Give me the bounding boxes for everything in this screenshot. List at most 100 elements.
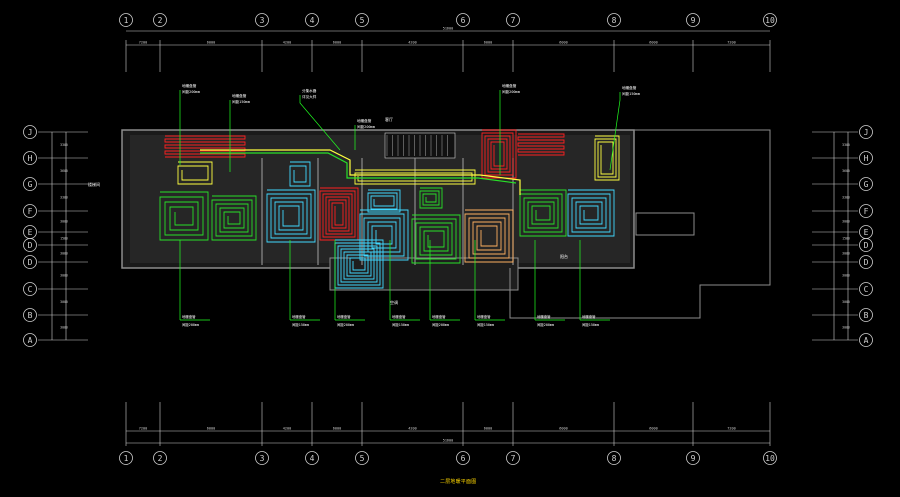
building-outline [121,129,771,319]
bottom-callout-line2: 间距150mm [477,322,494,327]
row-dimension: 3000 [842,326,850,330]
axis-label-9: 9 [691,454,696,463]
overall-dimension: 51600 [443,439,454,443]
axis-bubble-6 [456,13,470,27]
loop-yellow-b [594,135,620,181]
axis-label-3: 3 [260,454,265,463]
callout-line2: 详见大样 [302,94,317,99]
segment-dimension: 6000 [207,427,215,431]
axis-label-H: H [28,154,33,163]
axis-label-E: E [864,228,869,237]
return-main [200,152,517,184]
axis-label-8: 8 [612,454,617,463]
callout-line2: 间距200mm [182,89,200,94]
loop-cyan-b [359,209,409,261]
bottom-callout-line1: 地暖盘管 [182,314,196,319]
axis-bubble-G [23,177,37,191]
annotation-text: 地暖盘管间距200mm地暖盘管间距150mm分集水器详见大样地暖盘管间距200m… [88,83,640,327]
axis-label-B: B [864,311,869,320]
axis-label-9: 9 [691,16,696,25]
bottom-callout-line2: 间距200mm [337,322,354,327]
segment-dimension: 4200 [408,427,416,431]
callout-line2: 间距200mm [502,89,520,94]
axis-bubble-2 [153,451,167,465]
axis-label-F: F [864,207,869,216]
row-dimension: 3600 [60,169,68,173]
axis-label-3: 3 [260,16,265,25]
axis-label-1: 1 [124,16,129,25]
axis-label-1: 1 [124,454,129,463]
axis-label-B: B [28,311,33,320]
axis-label-J: J [28,128,33,137]
segment-dimension: 4200 [408,41,416,45]
axis-bubble-G [859,177,873,191]
axis-bubble-D [23,255,37,269]
segment-dimension: 4200 [283,41,291,45]
axis-label-2: 2 [158,454,163,463]
axis-bubble-10 [763,451,777,465]
callout-line1: 地暖盘管 [232,93,247,98]
axis-label-C: C [864,285,869,294]
row-dimension: 3000 [60,220,68,224]
axis-label-D: D [28,241,33,250]
axis-bubble-3 [255,451,269,465]
bottom-callout-line1: 地暖盘管 [392,314,406,319]
segment-dimension: 6000 [207,41,215,45]
axis-label-H: H [864,154,869,163]
axis-label-5: 5 [360,16,365,25]
axis-label-D: D [28,258,33,267]
bottom-callout-line2: 间距150mm [582,322,599,327]
axis-bubble-4 [305,13,319,27]
axis-bubble-8 [607,13,621,27]
loop-red-b [319,187,359,241]
axis-bubble-D [23,238,37,252]
drawing-title: 二层地暖平面图 [440,479,477,485]
row-dimension: 1500 [60,237,68,241]
axis-bubble-5 [355,451,369,465]
axis-bubble-9 [686,13,700,27]
room-label: 空调 [390,299,398,305]
loop-red-d [517,133,565,156]
row-dimension: 3300 [842,196,850,200]
axis-bubble-B [859,308,873,322]
row-dimension: 3000 [60,274,68,278]
bottom-callout-line1: 地暖盘管 [337,314,351,319]
axis-bubble-B [23,308,37,322]
segment-dimension: 6000 [333,427,341,431]
axis-bubble-4 [305,451,319,465]
bottom-callout-line1: 地暖盘管 [582,314,596,319]
loop-orange-a [464,209,514,263]
row-dimension: 3000 [60,252,68,256]
row-dimension: 3000 [842,300,850,304]
loop-yellow-a [177,161,213,185]
loop-cyan-c [334,239,384,289]
bottom-callout-line2: 间距200mm [432,322,449,327]
axis-bubble-D [859,255,873,269]
callout-line1: 分集水器 [302,88,317,93]
segment-dimension: 7200 [727,427,735,431]
axis-label-8: 8 [612,16,617,25]
axis-label-G: G [28,180,33,189]
axis-bubble-7 [506,451,520,465]
loop-cyan-a [266,189,316,243]
axis-label-A: A [28,336,33,345]
supply-main [200,149,521,195]
axis-label-G: G [864,180,869,189]
callout-line2: 间距150mm [622,91,640,96]
loop-cyan-small [289,161,311,187]
axis-bubble-A [23,333,37,347]
row-dimension: 3000 [842,252,850,256]
segment-dimension: 7200 [139,427,147,431]
bottom-callout-line1: 地暖盘管 [292,314,306,319]
axis-bubble-7 [506,13,520,27]
bottom-callout-line2: 间距200mm [182,322,199,327]
segment-dimension: 4200 [283,427,291,431]
axis-label-7: 7 [511,454,516,463]
axis-bubble-J [859,125,873,139]
axis-bubble-J [23,125,37,139]
terrace-planter [635,212,695,236]
callout-line1: 地暖盘管 [182,83,197,88]
axis-label-E: E [28,228,33,237]
